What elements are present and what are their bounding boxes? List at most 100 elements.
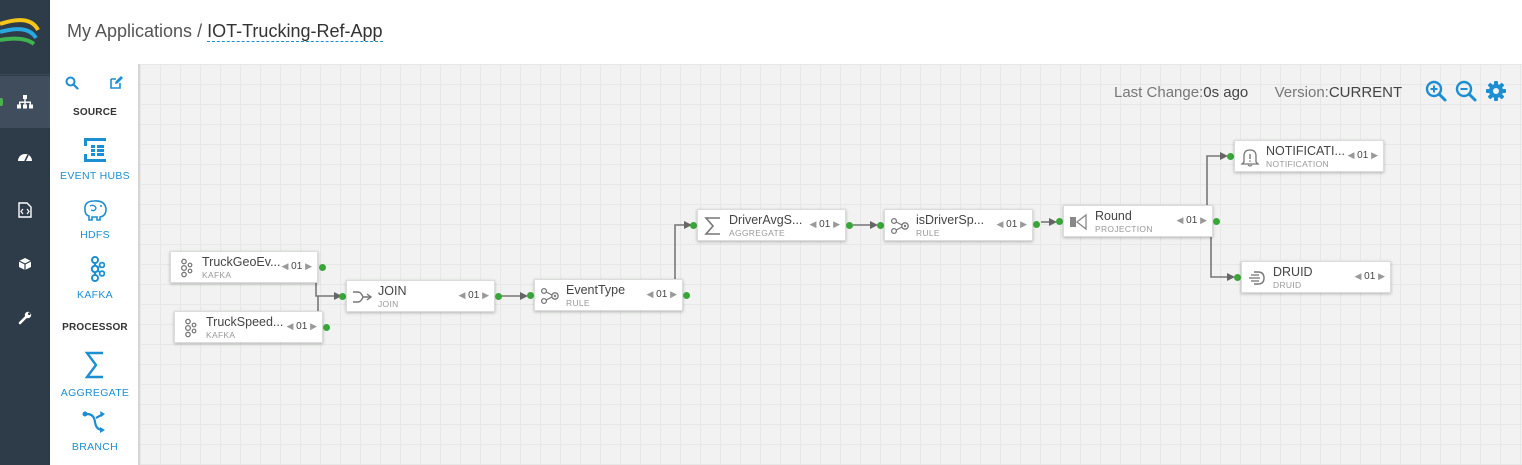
parallelism-control[interactable]: ◀ 01 ▶ [286, 321, 317, 332]
source-section-label: SOURCE [73, 107, 117, 118]
nav-packages[interactable] [0, 238, 50, 290]
port-truckspeed-out[interactable] [323, 324, 330, 331]
kafka-label: KAFKA [77, 289, 113, 301]
page-header: My Applications / IOT-Trucking-Ref-App [50, 0, 1522, 64]
edge-truckgeo-join [315, 266, 342, 300]
hdfs-elephant-icon [84, 200, 107, 221]
node-round[interactable]: Round PROJECTION ◀ 01 ▶ [1063, 205, 1213, 237]
topology-canvas[interactable]: Last Change:0s ago Version:CURRENT [140, 64, 1522, 465]
projection-icon [1070, 213, 1087, 231]
node-type: RULE [916, 228, 940, 238]
breadcrumb-app-name[interactable]: IOT-Trucking-Ref-App [207, 21, 383, 42]
parallelism-value: 01 [291, 261, 303, 272]
port-join-out[interactable] [495, 293, 502, 300]
dashboard-icon [18, 154, 32, 162]
toolbox-item-hdfs[interactable]: HDFS [50, 198, 140, 241]
port-isdriver-in[interactable] [877, 222, 884, 229]
port-isdriver-out[interactable] [1033, 221, 1040, 228]
event-hubs-label: EVENT HUBS [60, 170, 130, 182]
zoom-out-icon[interactable] [1455, 80, 1477, 102]
node-isdriver[interactable]: isDriverSp... RULE ◀ 01 ▶ [884, 209, 1033, 241]
port-eventtype-in[interactable] [527, 292, 534, 299]
port-eventtype-out[interactable] [683, 292, 690, 299]
parallelism-control[interactable]: ◀ 01 ▶ [458, 290, 489, 301]
toolbox-item-branch[interactable]: BRANCH [50, 410, 140, 453]
gear-icon[interactable] [1485, 80, 1507, 102]
cube-icon [18, 258, 32, 270]
port-druid-in[interactable] [1234, 274, 1241, 281]
edge-round-druid [1210, 236, 1235, 281]
sigma-icon [84, 351, 103, 379]
parallelism-control[interactable]: ◀ 01 ▶ [281, 261, 312, 272]
join-icon [353, 291, 372, 303]
parallelism-control[interactable]: ◀ 01 ▶ [646, 289, 677, 300]
app-logo[interactable] [0, 0, 50, 75]
toolbox-item-event-hubs[interactable]: EVENT HUBS [50, 137, 140, 182]
nav-dashboard[interactable] [0, 130, 50, 182]
node-druid[interactable]: DRUID DRUID ◀ 01 ▶ [1241, 261, 1391, 293]
node-type: AGGREGATE [729, 228, 785, 238]
branch-label: BRANCH [71, 441, 119, 453]
breadcrumb-separator: / [197, 21, 203, 41]
node-type: KAFKA [202, 270, 232, 280]
port-notification-in[interactable] [1227, 153, 1234, 160]
node-join[interactable]: JOIN JOIN ◀ 01 ▶ [346, 280, 495, 312]
file-code-icon [18, 202, 32, 218]
last-change-value: 0s ago [1203, 84, 1249, 101]
nav-rail [0, 0, 50, 465]
edit-icon[interactable] [109, 75, 124, 90]
processor-section-label: PROCESSOR [62, 322, 128, 333]
parallelism-value: 01 [1357, 150, 1369, 161]
port-truckgeo-out[interactable] [319, 264, 326, 271]
node-notification[interactable]: NOTIFICATI... NOTIFICATION ◀ 01 ▶ [1234, 140, 1384, 172]
parallelism-control[interactable]: ◀ 01 ▶ [996, 219, 1027, 230]
node-title: EventType [566, 283, 626, 297]
parallelism-control[interactable]: ◀ 01 ▶ [1354, 271, 1385, 282]
node-title: JOIN [378, 284, 407, 298]
parallelism-value: 01 [656, 289, 668, 300]
wrench-icon [18, 311, 32, 325]
node-eventtype[interactable]: EventType RULE ◀ 01 ▶ [534, 279, 683, 311]
kafka-icon [90, 256, 106, 282]
rule-icon [540, 287, 559, 305]
nav-topology[interactable] [0, 76, 50, 128]
port-driveravg-out[interactable] [846, 222, 853, 229]
port-round-in[interactable] [1056, 218, 1063, 225]
search-icon[interactable] [65, 76, 79, 90]
edge-round-notification [1206, 152, 1228, 209]
nav-files[interactable] [0, 184, 50, 236]
port-round-out[interactable] [1213, 218, 1220, 225]
parallelism-value: 01 [1006, 219, 1018, 230]
parallelism-control[interactable]: ◀ 01 ▶ [1176, 215, 1207, 226]
edge-eventtype-driveravg [674, 221, 692, 295]
parallelism-control[interactable]: ◀ 01 ▶ [1347, 150, 1378, 161]
node-truckgeo[interactable]: TruckGeoEv... KAFKA ◀ 01 ▶ [170, 251, 318, 283]
node-title: DriverAvgS... [729, 213, 803, 227]
status-bar: Last Change:0s ago Version:CURRENT [1114, 84, 1402, 101]
aggregate-label: AGGREGATE [60, 387, 130, 399]
node-title: DRUID [1273, 265, 1313, 279]
bell-icon [1240, 149, 1260, 167]
node-type: DRUID [1273, 280, 1302, 290]
nav-settings[interactable] [0, 292, 50, 344]
node-title: TruckGeoEv... [202, 255, 281, 269]
branch-icon [82, 411, 105, 433]
node-title: TruckSpeed... [206, 315, 284, 329]
parallelism-value: 01 [819, 219, 831, 230]
topology-icon [17, 95, 33, 109]
parallelism-control[interactable]: ◀ 01 ▶ [809, 219, 840, 230]
node-type: KAFKA [206, 330, 236, 340]
zoom-in-icon[interactable] [1425, 80, 1447, 102]
breadcrumb-root[interactable]: My Applications [67, 21, 193, 41]
port-join-in[interactable] [339, 293, 346, 300]
logo-icon [0, 18, 40, 46]
breadcrumb: My Applications / IOT-Trucking-Ref-App [67, 21, 383, 42]
node-truckspeed[interactable]: TruckSpeed... KAFKA ◀ 01 ▶ [174, 311, 323, 343]
parallelism-value: 01 [1186, 215, 1198, 226]
toolbox-item-kafka[interactable]: KAFKA [50, 256, 140, 301]
node-driveravg[interactable]: DriverAvgS... AGGREGATE ◀ 01 ▶ [697, 209, 846, 241]
port-driveravg-in[interactable] [690, 222, 697, 229]
node-title: Round [1095, 209, 1132, 223]
toolbox-item-aggregate[interactable]: AGGREGATE [50, 350, 140, 399]
node-title: NOTIFICATI... [1266, 144, 1345, 158]
